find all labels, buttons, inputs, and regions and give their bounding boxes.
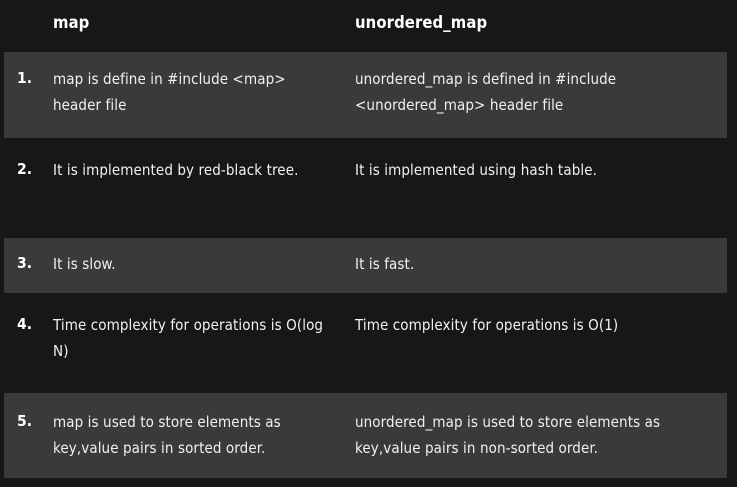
row-background — [4, 393, 727, 478]
cell-unordered-map: It is implemented using hash table. — [355, 161, 597, 179]
cell-unordered-map: Time complexity for operations is O(1) — [355, 316, 619, 334]
row-number: 3. — [17, 254, 33, 272]
column-header-map: map — [53, 13, 90, 32]
table-row: 3. It is slow. It is fast. — [0, 238, 737, 293]
row-background — [4, 293, 727, 393]
cell-map: Time complexity for operations is O(log … — [53, 316, 324, 360]
cell-map: It is slow. — [53, 255, 116, 273]
table-row: 1. map is define in #include <map> heade… — [0, 52, 737, 138]
row-number: 2. — [17, 160, 33, 178]
row-background — [4, 238, 727, 293]
cell-map: map is define in #include <map> header f… — [53, 70, 286, 114]
table-row: 2. It is implemented by red-black tree. … — [0, 138, 737, 238]
row-number: 5. — [17, 412, 33, 430]
table-row: 5. map is used to store elements as key,… — [0, 393, 737, 478]
cell-unordered-map: unordered_map is defined in #include <un… — [355, 70, 617, 114]
table-row: 4. Time complexity for operations is O(l… — [0, 293, 737, 393]
cell-unordered-map: It is fast. — [355, 255, 415, 273]
row-number: 4. — [17, 315, 33, 333]
row-background — [4, 52, 727, 138]
cell-map: map is used to store elements as key,val… — [53, 413, 281, 457]
cell-unordered-map: unordered_map is used to store elements … — [355, 413, 661, 457]
table-body: 1. map is define in #include <map> heade… — [0, 52, 737, 478]
cell-map: It is implemented by red-black tree. — [53, 161, 299, 179]
column-header-unordered-map: unordered_map — [355, 13, 488, 32]
row-number: 1. — [17, 69, 33, 87]
table-bottom-spacer — [0, 478, 737, 487]
row-background — [4, 138, 727, 238]
table-header-row: map unordered_map — [0, 0, 737, 52]
